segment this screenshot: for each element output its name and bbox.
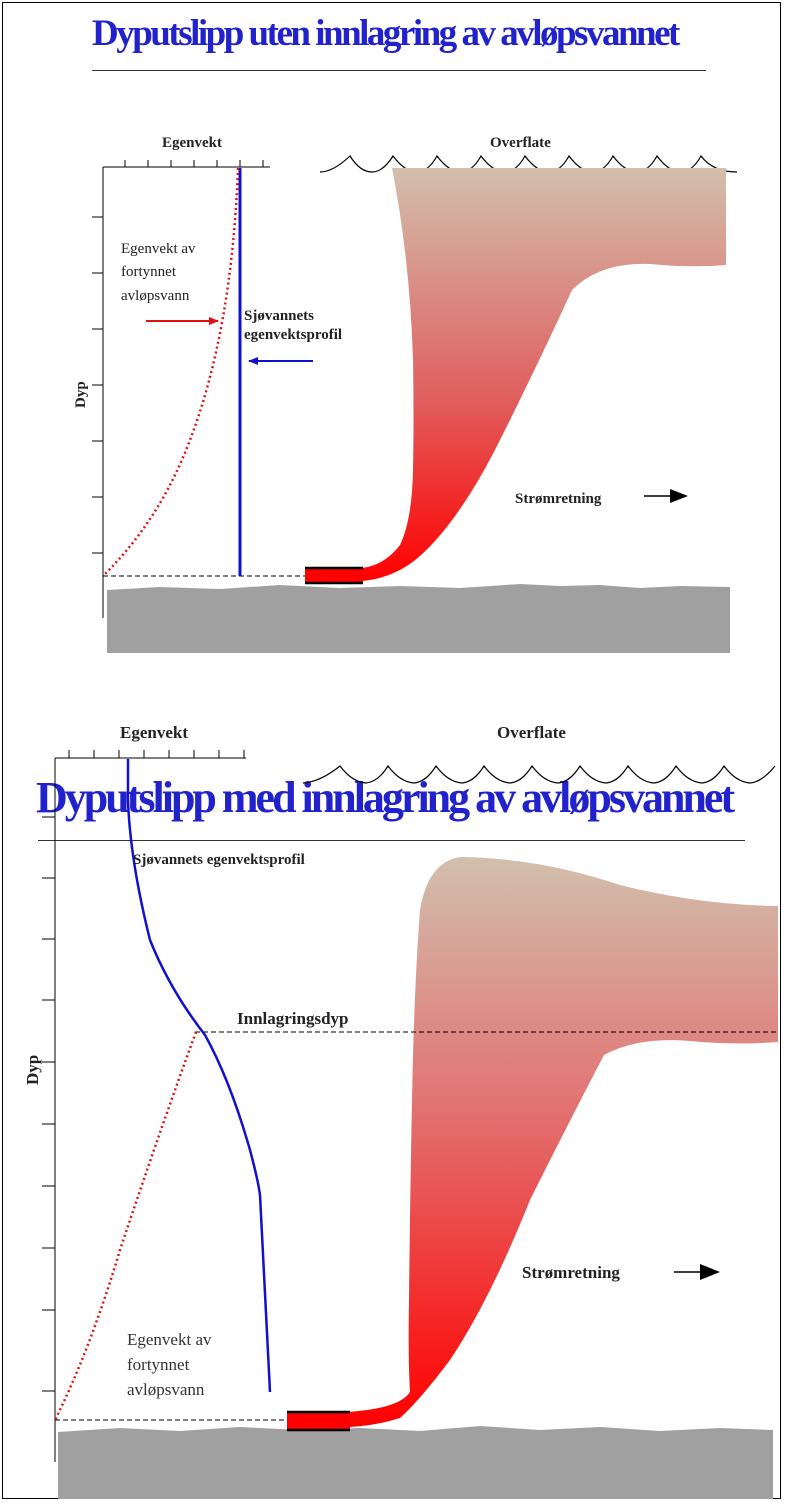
top-diagram: Egenvekt Overflate Dyp Egenvekt av forty…: [73, 135, 738, 653]
bottom-y-axis-label: Dyp: [23, 1055, 42, 1085]
bottom-title-rule: [38, 840, 745, 841]
outfall-diffuser: [305, 568, 363, 583]
current-arrow-head: [700, 1264, 720, 1280]
top-current-label: Strømretning: [515, 491, 602, 507]
trapping-depth-label: Innlagringsdyp: [237, 1009, 349, 1028]
surface-waves: [302, 764, 776, 784]
effluent-density-profile: [102, 167, 240, 577]
seabed: [107, 584, 730, 653]
top-y-axis-label: Dyp: [73, 381, 89, 408]
effluent-plume: [362, 168, 726, 581]
effluent-plume: [348, 857, 778, 1427]
top-effluent-label-line3: avløpsvann: [121, 288, 190, 304]
top-seawater-label-line1: Sjøvannets: [244, 308, 314, 324]
top-panel-title: Dyputslipp uten innlagring av avløpsvann…: [92, 13, 680, 54]
bottom-seawater-label: Sjøvannets egenvektsprofil: [133, 852, 305, 868]
bottom-panel-title: Dyputslipp med innlagring av avløpsvanne…: [36, 773, 735, 822]
bottom-current-label: Strømretning: [522, 1263, 620, 1282]
bottom-x-axis-label: Egenvekt: [120, 723, 188, 742]
bottom-effluent-label-line2: fortynnet: [127, 1355, 190, 1374]
top-surface-label: Overflate: [490, 135, 551, 151]
bottom-axes: [42, 750, 246, 1462]
bottom-effluent-label-line3: avløpsvann: [127, 1380, 205, 1399]
top-title-rule: [92, 70, 706, 71]
effluent-density-profile: [53, 1031, 198, 1421]
bottom-surface-label: Overflate: [497, 723, 566, 742]
surface-waves: [319, 154, 738, 173]
top-seawater-label-line2: egenvektsprofil: [244, 327, 342, 343]
top-effluent-label-line2: fortynnet: [121, 264, 177, 280]
top-axes: [92, 160, 270, 618]
outfall-diffuser: [287, 1412, 350, 1430]
top-effluent-label-line1: Egenvekt av: [121, 241, 196, 257]
current-arrow-head: [670, 489, 688, 503]
seawater-density-profile: [126, 759, 272, 1393]
seabed: [58, 1426, 773, 1499]
top-x-axis-label: Egenvekt: [162, 135, 222, 151]
bottom-effluent-label-line1: Egenvekt av: [127, 1330, 212, 1349]
